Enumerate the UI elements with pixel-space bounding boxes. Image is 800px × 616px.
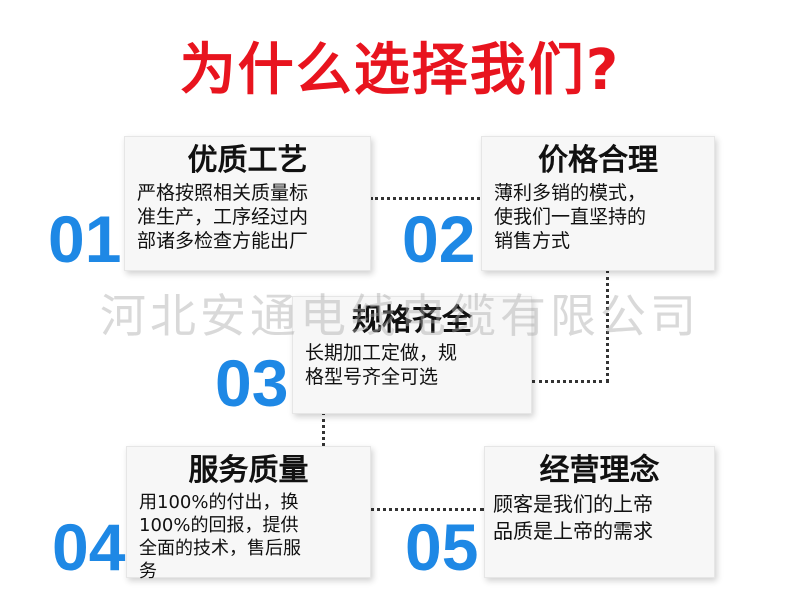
connector-03-04 — [322, 412, 325, 446]
feature-title-01: 优质工艺 — [187, 143, 308, 178]
feature-number-01: 01 — [48, 202, 122, 276]
feature-number-03: 03 — [215, 346, 289, 420]
feature-body-01: 严格按照相关质量标 准生产，工序经过内 部诸多检查方能出厂 — [137, 182, 309, 252]
feature-card-05: 经营理念 顾客是我们的上帝 品质是上帝的需求 — [484, 446, 715, 578]
connector-04-05 — [370, 508, 484, 511]
feature-body-03: 长期加工定做，规 格型号齐全可选 — [305, 342, 458, 388]
feature-body-02: 薄利多销的模式， 使我们一直坚持的 销售方式 — [494, 182, 647, 252]
feature-body-05: 顾客是我们的上帝 品质是上帝的需求 — [493, 492, 653, 543]
feature-card-01: 优质工艺 严格按照相关质量标 准生产，工序经过内 部诸多检查方能出厂 — [124, 136, 371, 271]
connector-02-03-horizontal — [532, 380, 609, 383]
connector-02-03-vertical — [606, 270, 609, 382]
feature-card-02: 价格合理 薄利多销的模式， 使我们一直坚持的 销售方式 — [481, 136, 715, 271]
feature-number-02: 02 — [402, 202, 476, 276]
feature-title-04: 服务质量 — [188, 453, 309, 488]
feature-title-03: 规格齐全 — [352, 303, 472, 338]
feature-number-04: 04 — [52, 510, 126, 584]
page-title: 为什么选择我们? — [179, 38, 621, 103]
feature-card-03: 规格齐全 长期加工定做，规 格型号齐全可选 — [292, 296, 532, 414]
feature-title-05: 经营理念 — [539, 453, 660, 488]
feature-card-04: 服务质量 用100%的付出，换 100%的回报，提供 全面的技术，售后服 务 — [126, 446, 371, 582]
feature-number-05: 05 — [405, 510, 479, 584]
connector-01-02 — [370, 197, 480, 200]
feature-body-04: 用100%的付出，换 100%的回报，提供 全面的技术，售后服 务 — [139, 492, 301, 582]
feature-title-02: 价格合理 — [538, 143, 658, 178]
